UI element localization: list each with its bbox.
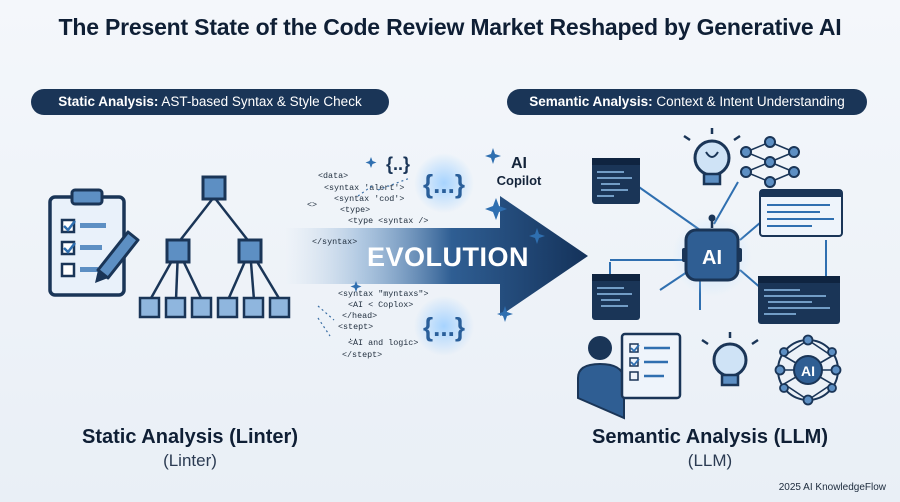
- network-ai-label: AI: [801, 363, 815, 379]
- pill-left-text: AST-based Syntax & Style Check: [158, 94, 362, 109]
- code-line: <syntax 'alert'>: [324, 183, 404, 193]
- code-line: <syntax 'cod'>: [334, 194, 404, 204]
- footer-credit: 2025 AI KnowledgeFlow: [778, 482, 886, 493]
- code-snippet-top: <data> <syntax 'alert'> <syntax 'cod'> <…: [307, 171, 428, 247]
- pill-left-heading: Static Analysis:: [58, 94, 159, 109]
- semantic-analysis-label: Semantic Analysis (LLM): [592, 426, 828, 448]
- static-analysis-pill: Static Analysis: AST-based Syntax & Styl…: [31, 89, 389, 115]
- semantic-analysis-pill: Semantic Analysis: Context & Intent Unde…: [507, 89, 867, 115]
- code-line: <type>: [340, 205, 370, 215]
- code-snippet-bottom: <syntax "myntaxs"> <AI < Coplox> </head>…: [338, 289, 428, 360]
- ai-neural-network-icon: AI: [774, 334, 842, 406]
- code-line: ..: [348, 333, 358, 343]
- code-brace-icon: {...}: [423, 169, 465, 199]
- semantic-analysis-sublabel: (LLM): [687, 451, 733, 470]
- code-line: </syntax>: [312, 237, 357, 247]
- bracket-icon: {..}: [386, 154, 410, 174]
- angle-bracket-glyph: <>: [307, 200, 317, 210]
- pill-right-heading: Semantic Analysis:: [529, 94, 653, 109]
- code-window-icon: [592, 274, 640, 320]
- checklist-document-icon: [620, 332, 682, 400]
- brace-glow-bottom: {...}: [414, 296, 474, 356]
- code-line: </head>: [342, 311, 377, 321]
- page-title: The Present State of the Code Review Mar…: [58, 14, 842, 40]
- code-brace-icon: {...}: [423, 312, 465, 342]
- robot-ai-icon: AI: [672, 214, 752, 296]
- brace-glow-top: {...}: [414, 153, 474, 213]
- pill-right-text: Context & Intent Understanding: [652, 94, 845, 109]
- ai-copilot-line2: Copilot: [497, 173, 542, 188]
- evolution-label: EVOLUTION: [367, 242, 529, 272]
- static-analysis-label: Static Analysis (Linter): [82, 426, 298, 448]
- ast-tree-icon: [138, 175, 291, 319]
- code-window-icon: [758, 276, 840, 324]
- document-window-icon: [759, 189, 843, 237]
- code-window-icon: [592, 158, 640, 204]
- code-line: </stept>: [342, 350, 382, 360]
- clipboard-checklist-icon: [48, 188, 126, 297]
- evolution-arrow: EVOLUTION: [285, 196, 588, 316]
- lightbulb-icon: [683, 128, 741, 186]
- dotted-connectors: [317, 177, 411, 337]
- sparkle-icon: [350, 148, 545, 322]
- static-analysis-sublabel: (Linter): [163, 451, 217, 470]
- lightbulb-icon: [701, 332, 759, 387]
- pencil-icon: [95, 230, 140, 283]
- code-line: <stept>: [338, 322, 373, 332]
- neural-network-icon: [740, 136, 800, 188]
- robot-ai-label: AI: [702, 247, 722, 269]
- code-line: <AI and logic>: [348, 338, 418, 348]
- code-line: <AI < Coplox>: [348, 300, 413, 310]
- code-line: <type <syntax />: [348, 216, 428, 226]
- code-line: <syntax "myntaxs">: [338, 289, 428, 299]
- code-line: <data>: [318, 171, 348, 181]
- ai-copilot-line1: AI: [511, 155, 527, 172]
